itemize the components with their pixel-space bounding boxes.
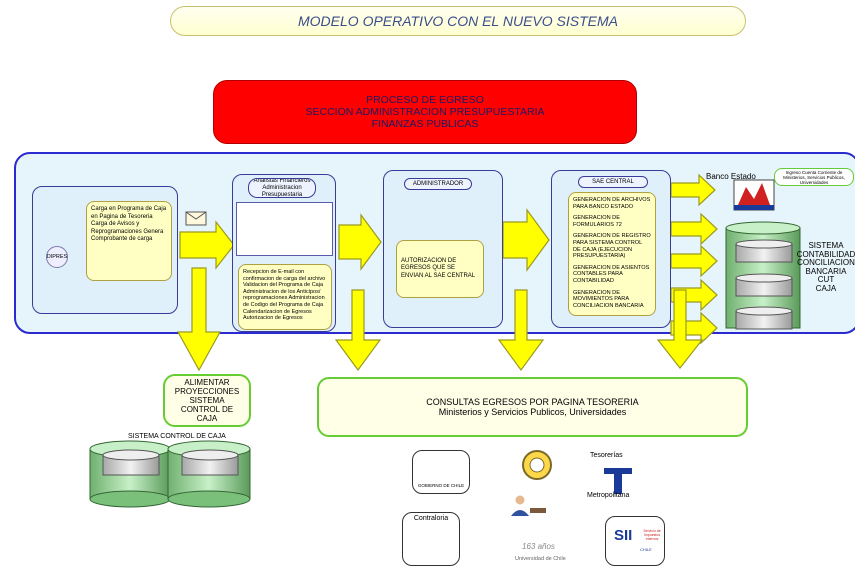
alimentar-line: CAJA — [196, 414, 218, 423]
envelope-icon — [185, 211, 207, 226]
sii-logo-text: SII — [614, 527, 633, 544]
gobierno-logo: GOBIERNO DE CHILE — [412, 450, 470, 494]
alimentar-line: ALIMENTAR — [184, 378, 230, 387]
sistemas-line: CONTABILIDAD — [796, 249, 855, 259]
arrow-right-4 — [670, 173, 716, 207]
analistas-note: Recepcion de E-mail con confirmacion de … — [238, 264, 332, 330]
arrow-down-3 — [497, 289, 545, 372]
control-caja-database-icon — [89, 440, 251, 508]
analistas-header: Analistas Financieros Administracion Pre… — [248, 178, 316, 198]
alimentar-line: PROYECCIONES — [174, 387, 240, 396]
sii-logo: SII Servicio de Impuestos Internos CHILE — [605, 516, 665, 566]
consultas-box: CONSULTAS EGRESOS POR PAGINA TESORERIA M… — [317, 377, 748, 437]
analistas-image-frame — [236, 202, 333, 256]
contraloria-logo: Contraloria — [402, 512, 460, 566]
metropolitana-label: Metropolitana — [587, 492, 630, 499]
arrow-right-3 — [502, 208, 550, 272]
sistemas-label: SISTEMA CONTABILIDAD CONCILIACION BANCAR… — [796, 241, 855, 293]
alimentar-line: SISTEMA — [189, 396, 225, 405]
dipres-logo: DIPRES — [46, 246, 68, 268]
sae-item: GENERACION DE FORMULARIOS 72 — [573, 215, 622, 228]
arrow-right-2 — [338, 213, 382, 271]
sistemas-line: SISTEMA — [808, 241, 844, 250]
consultas-line-1: CONSULTAS EGRESOS POR PAGINA TESORERIA — [426, 397, 639, 407]
process-line-2: SECCION ADMINISTRACION PRESUPUESTARIA — [305, 106, 545, 118]
universidad-label: Universidad de Chile — [515, 556, 566, 562]
sae-item: GENERACION DE ASIENTOS CONTABLES PARA CO… — [573, 264, 650, 284]
sistemas-line: CONCILIACION — [797, 258, 855, 267]
banco-estado-label: Banco Estado — [706, 172, 756, 181]
sae-item: GENERACION DE MOVIMIENTOS PARA CONCILIAC… — [573, 289, 644, 309]
sae-item: GENERACION DE ARCHIVOS PARA BANCO ESTADO — [573, 197, 651, 210]
arrow-right-6 — [670, 244, 718, 278]
arrow-down-2 — [334, 289, 382, 372]
sistemas-line: CUT — [817, 275, 835, 284]
consultas-line-2: Ministerios y Servicios Publicos, Univer… — [438, 407, 627, 417]
sae-central-header: SAE CENTRAL — [578, 176, 648, 188]
sii-logo-subtext: Servicio de Impuestos Internos — [643, 529, 661, 541]
sii-logo-chile: CHILE — [640, 547, 652, 552]
tesorerias-t-shape — [604, 468, 632, 494]
gobierno-logo-text: GOBIERNO DE CHILE — [417, 483, 465, 488]
arrow-down-1 — [176, 267, 222, 372]
process-line-1: PROCESO DE EGRESO — [366, 94, 484, 106]
banco-estado-logo — [733, 179, 775, 211]
sistemas-line: CAJA — [815, 283, 837, 293]
administrador-header: ADMINISTRADOR — [404, 178, 472, 190]
sistemas-line: BANCARIA — [805, 266, 847, 276]
contraloria-label: Contraloria — [413, 515, 449, 522]
sae-item: GENERACION DE REGISTRO PARA SISTEMA CONT… — [573, 233, 651, 260]
administrador-note: AUTORIZACION DE EGRESOS QUE SE ENVIAN AL… — [396, 240, 484, 298]
dipres-note: Carga en Programa de Caja en Pagina de T… — [86, 201, 172, 281]
arrow-right-5 — [670, 212, 718, 246]
process-header: PROCESO DE EGRESO SECCION ADMINISTRACION… — [213, 80, 637, 144]
person-consulta-icon — [511, 495, 546, 516]
arrow-down-4 — [656, 289, 704, 369]
alimentar-box: ALIMENTAR PROYECCIONES SISTEMA CONTROL D… — [163, 374, 251, 427]
control-caja-label: SISTEMA CONTROL DE CAJA — [128, 433, 226, 440]
tesoreria-seal-shape — [522, 450, 552, 480]
alimentar-line: CONTROL DE — [180, 405, 234, 414]
universidad-years: 163 años — [522, 542, 555, 551]
sae-central-note: GENERACION DE ARCHIVOS PARA BANCO ESTADO… — [568, 192, 656, 316]
tesorerias-label: Tesorerías — [590, 452, 623, 459]
banco-note: Ingreso Cuenta Corriente de Ministerios,… — [774, 168, 854, 186]
database-stack-icon — [725, 221, 801, 330]
arrow-right-1 — [179, 220, 235, 270]
process-line-3: FINANZAS PUBLICAS — [371, 118, 479, 130]
diagram-title: MODELO OPERATIVO CON EL NUEVO SISTEMA — [170, 6, 746, 36]
